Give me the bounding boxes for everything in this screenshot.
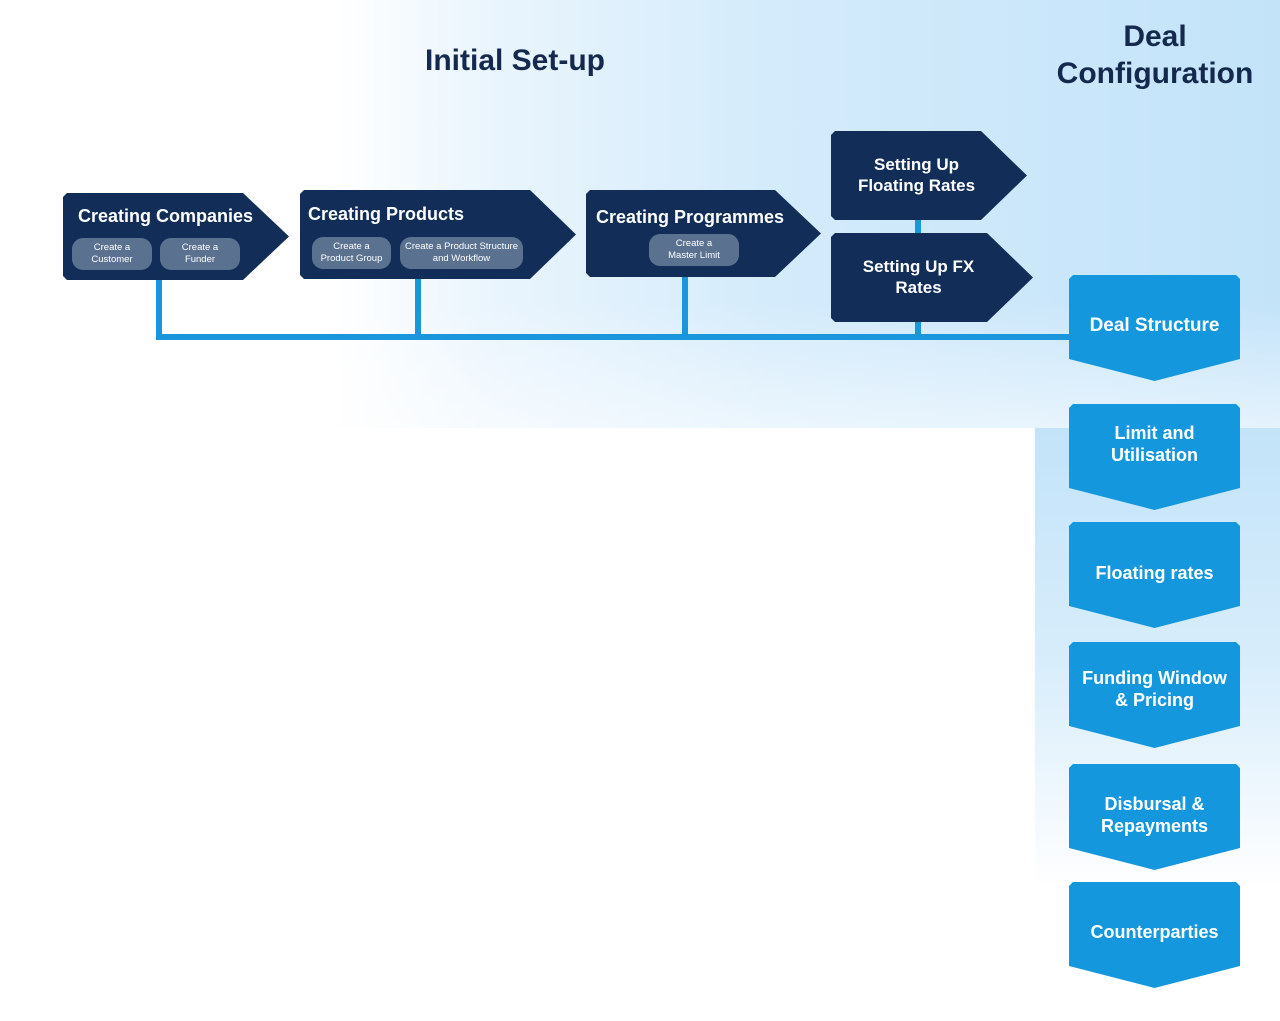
step-creating-programmes[interactable]: Creating Programmes Create a Master Limi… [586, 190, 821, 277]
subtask-create-product-structure[interactable]: Create a Product Structure and Workflow [400, 237, 523, 269]
deal-step-funding-window-pricing[interactable]: Funding Window & Pricing [1069, 642, 1240, 748]
deal-step-label: Limit and Utilisation [1110, 423, 1198, 465]
step-title: Creating Companies [78, 206, 254, 226]
deal-step-label: Funding Window & Pricing [1082, 668, 1227, 710]
step-title: Setting Up FX Rates [862, 257, 975, 297]
subtask-create-master-limit[interactable]: Create a Master Limit [649, 234, 739, 266]
main-connector-line [156, 334, 1070, 340]
deal-step-deal-structure[interactable]: Deal Structure [1069, 275, 1240, 381]
deal-step-label: Deal Structure [1089, 315, 1220, 336]
subtask-create-customer[interactable]: Create a Customer [72, 238, 152, 270]
connector-products [415, 276, 421, 338]
step-creating-companies[interactable]: Creating Companies Create a Customer Cre… [63, 193, 289, 280]
header-gradient-fade [0, 300, 1280, 428]
deal-step-label: Disbursal & Repayments [1100, 794, 1209, 836]
step-title: Setting Up Floating Rates [857, 155, 976, 195]
deal-step-counterparties[interactable]: Counterparties [1069, 882, 1240, 988]
deal-step-limit-utilisation[interactable]: Limit and Utilisation [1069, 404, 1240, 510]
deal-step-label: Counterparties [1090, 922, 1219, 942]
step-title: Creating Programmes [596, 207, 785, 227]
deal-step-disbursal-repayments[interactable]: Disbursal & Repayments [1069, 764, 1240, 870]
connector-companies [156, 278, 162, 338]
subtask-create-funder[interactable]: Create a Funder [160, 238, 240, 270]
step-title: Creating Products [308, 204, 465, 224]
deal-step-label: Floating rates [1095, 563, 1214, 583]
subtask-create-product-group[interactable]: Create a Product Group [312, 237, 391, 269]
deal-configuration-heading: Deal Configuration [1056, 20, 1254, 90]
initial-setup-heading: Initial Set-up [425, 44, 605, 77]
step-setting-up-floating-rates[interactable]: Setting Up Floating Rates [831, 131, 1027, 220]
step-creating-products[interactable]: Creating Products Create a Product Group… [300, 190, 576, 279]
deal-step-floating-rates[interactable]: Floating rates [1069, 522, 1240, 628]
step-setting-up-fx-rates[interactable]: Setting Up FX Rates [831, 233, 1033, 322]
connector-programmes [682, 274, 688, 338]
